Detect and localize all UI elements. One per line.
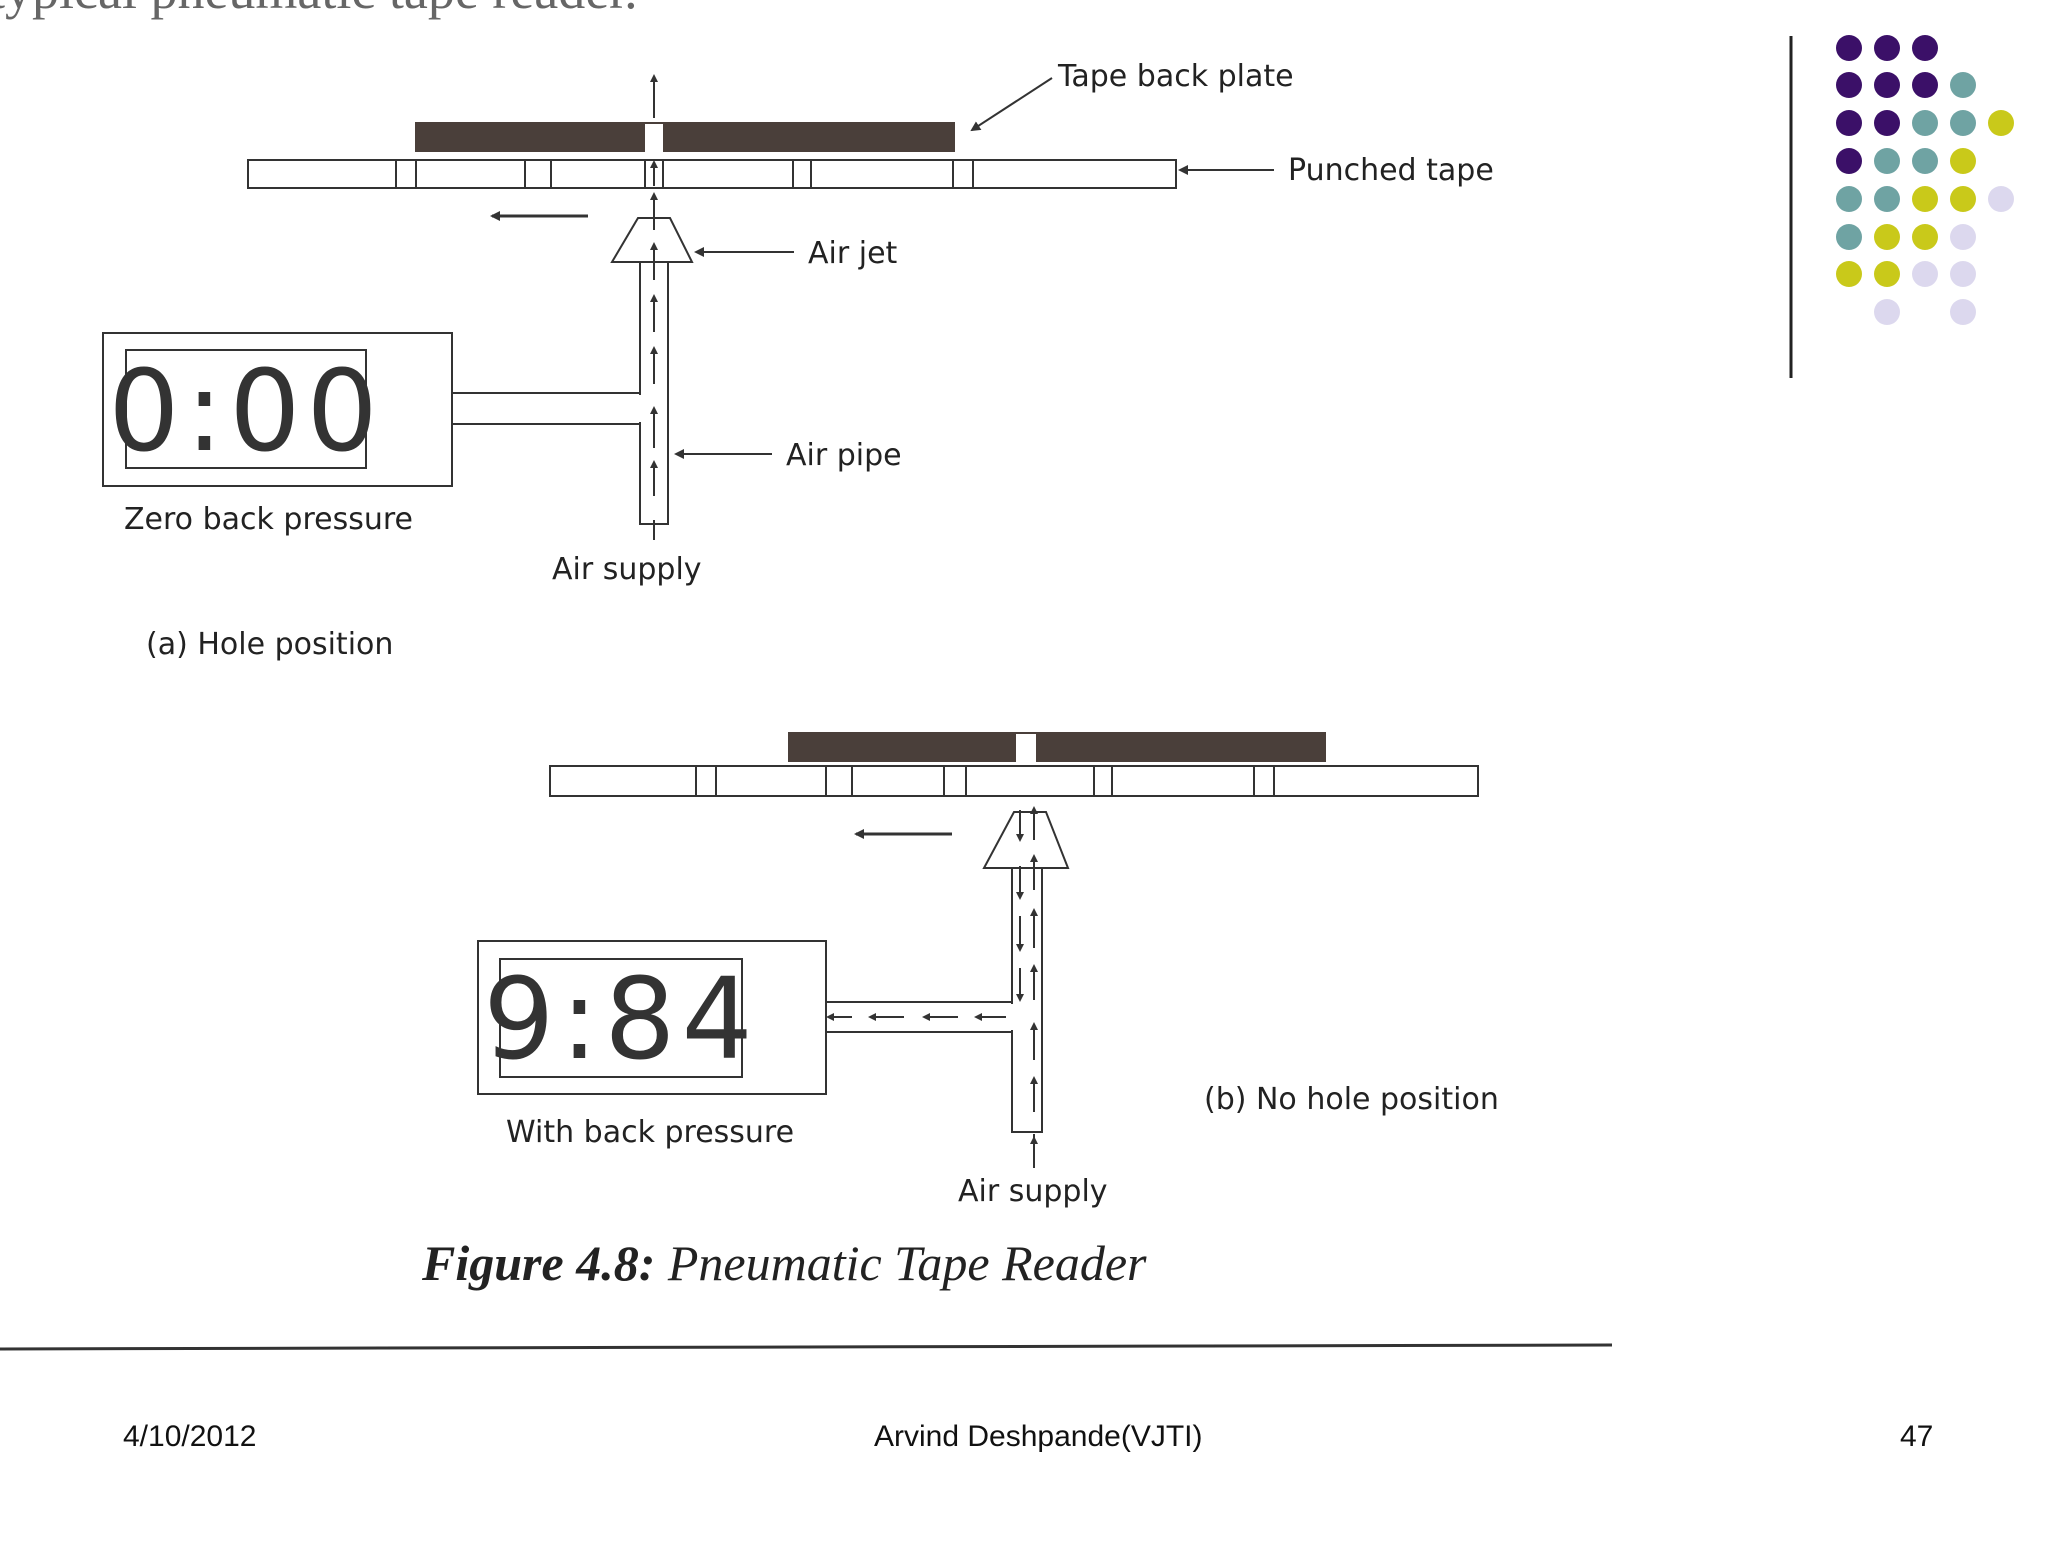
tape-back-plate-b [788, 732, 1326, 762]
gauge-reading-a: 0:00 [108, 347, 384, 477]
footer-date: 4/10/2012 [123, 1420, 257, 1453]
caption-panel-a: (a) Hole position [146, 627, 393, 662]
figure-caption: Figure 4.8: Pneumatic Tape Reader [421, 1235, 1147, 1291]
label-gauge-a: Zero back pressure [124, 502, 413, 537]
air-jet-nozzle-b [982, 811, 1070, 869]
label-air-jet: Air jet [808, 236, 898, 271]
decor-dot-grid [1836, 35, 2014, 325]
figure-caption-label: Figure 4.8: [421, 1235, 655, 1291]
air-jet-nozzle-a [610, 217, 694, 263]
panel-b: 9:84 With back pressure Air supply (b) N… [477, 732, 1499, 1209]
label-air-supply-b: Air supply [958, 1174, 1108, 1209]
punched-tape-a [247, 159, 1177, 189]
label-air-supply-a: Air supply [552, 552, 702, 587]
caption-panel-b: (b) No hole position [1204, 1082, 1499, 1117]
footer-page-number: 47 [1900, 1420, 1934, 1453]
footer-author: Arvind Deshpande(VJTI) [874, 1420, 1203, 1453]
air-pipe-b [1011, 867, 1043, 1133]
punched-tape-b [549, 765, 1479, 797]
label-air-pipe: Air pipe [786, 438, 902, 473]
label-punched-tape: Punched tape [1288, 153, 1494, 188]
header-fragment: typical pneumatic tape reader. [0, 0, 638, 20]
label-gauge-b: With back pressure [506, 1115, 794, 1150]
gauge-reading-b: 9:84 [483, 955, 759, 1085]
panel-a: 0:00 Tape back plate Punched tape Air je… [102, 59, 1494, 662]
tape-back-plate-a [415, 122, 955, 152]
label-tape-back-plate: Tape back plate [1057, 59, 1294, 94]
figure-caption-text: Pneumatic Tape Reader [655, 1235, 1147, 1291]
footer-divider [0, 1343, 1613, 1351]
